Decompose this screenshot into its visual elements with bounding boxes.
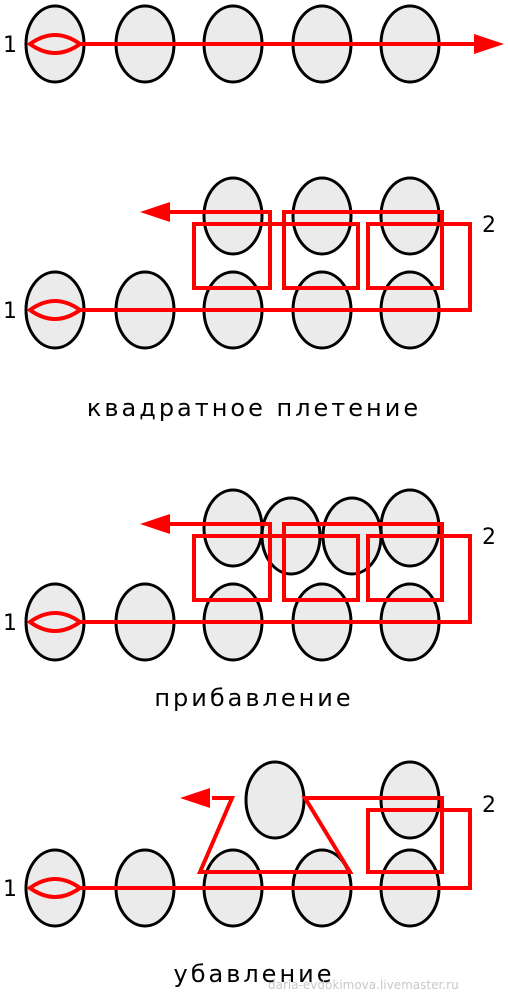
bead [202, 488, 264, 568]
bead [291, 176, 353, 256]
label-2: 2 [482, 525, 496, 550]
bead [24, 582, 86, 662]
arrow-right-icon [474, 34, 504, 54]
label-1: 1 [3, 611, 17, 636]
increase-thread [26, 514, 472, 633]
bead [24, 848, 86, 928]
caption-decrease: убавление [173, 960, 335, 988]
bead [24, 270, 86, 350]
bead [244, 760, 306, 840]
label-2: 2 [482, 213, 496, 238]
label-1: 1 [3, 877, 17, 902]
row-1-thread [26, 33, 504, 55]
arrow-left-icon [140, 514, 170, 534]
arrow-left-icon [180, 788, 210, 808]
label-2: 2 [482, 793, 496, 818]
bead [379, 176, 441, 256]
bead [24, 4, 86, 84]
bead [379, 488, 441, 568]
bead [202, 176, 264, 256]
label-1: 1 [3, 33, 17, 58]
thread-path [80, 522, 472, 624]
square-stitch-beads [24, 176, 441, 350]
arrow-left-icon [140, 202, 170, 222]
square-stitch-thread [26, 202, 472, 321]
thread-path [80, 210, 472, 312]
decrease-thread [26, 788, 472, 899]
caption-square-stitch: квадратное плетение [86, 394, 422, 422]
thread-path [80, 796, 472, 890]
decrease-beads [24, 760, 441, 928]
increase-beads [24, 488, 441, 662]
caption-increase: прибавление [154, 684, 354, 712]
label-1: 1 [3, 299, 17, 324]
watermark: daria-evdokimova.livemaster.ru [268, 978, 459, 992]
